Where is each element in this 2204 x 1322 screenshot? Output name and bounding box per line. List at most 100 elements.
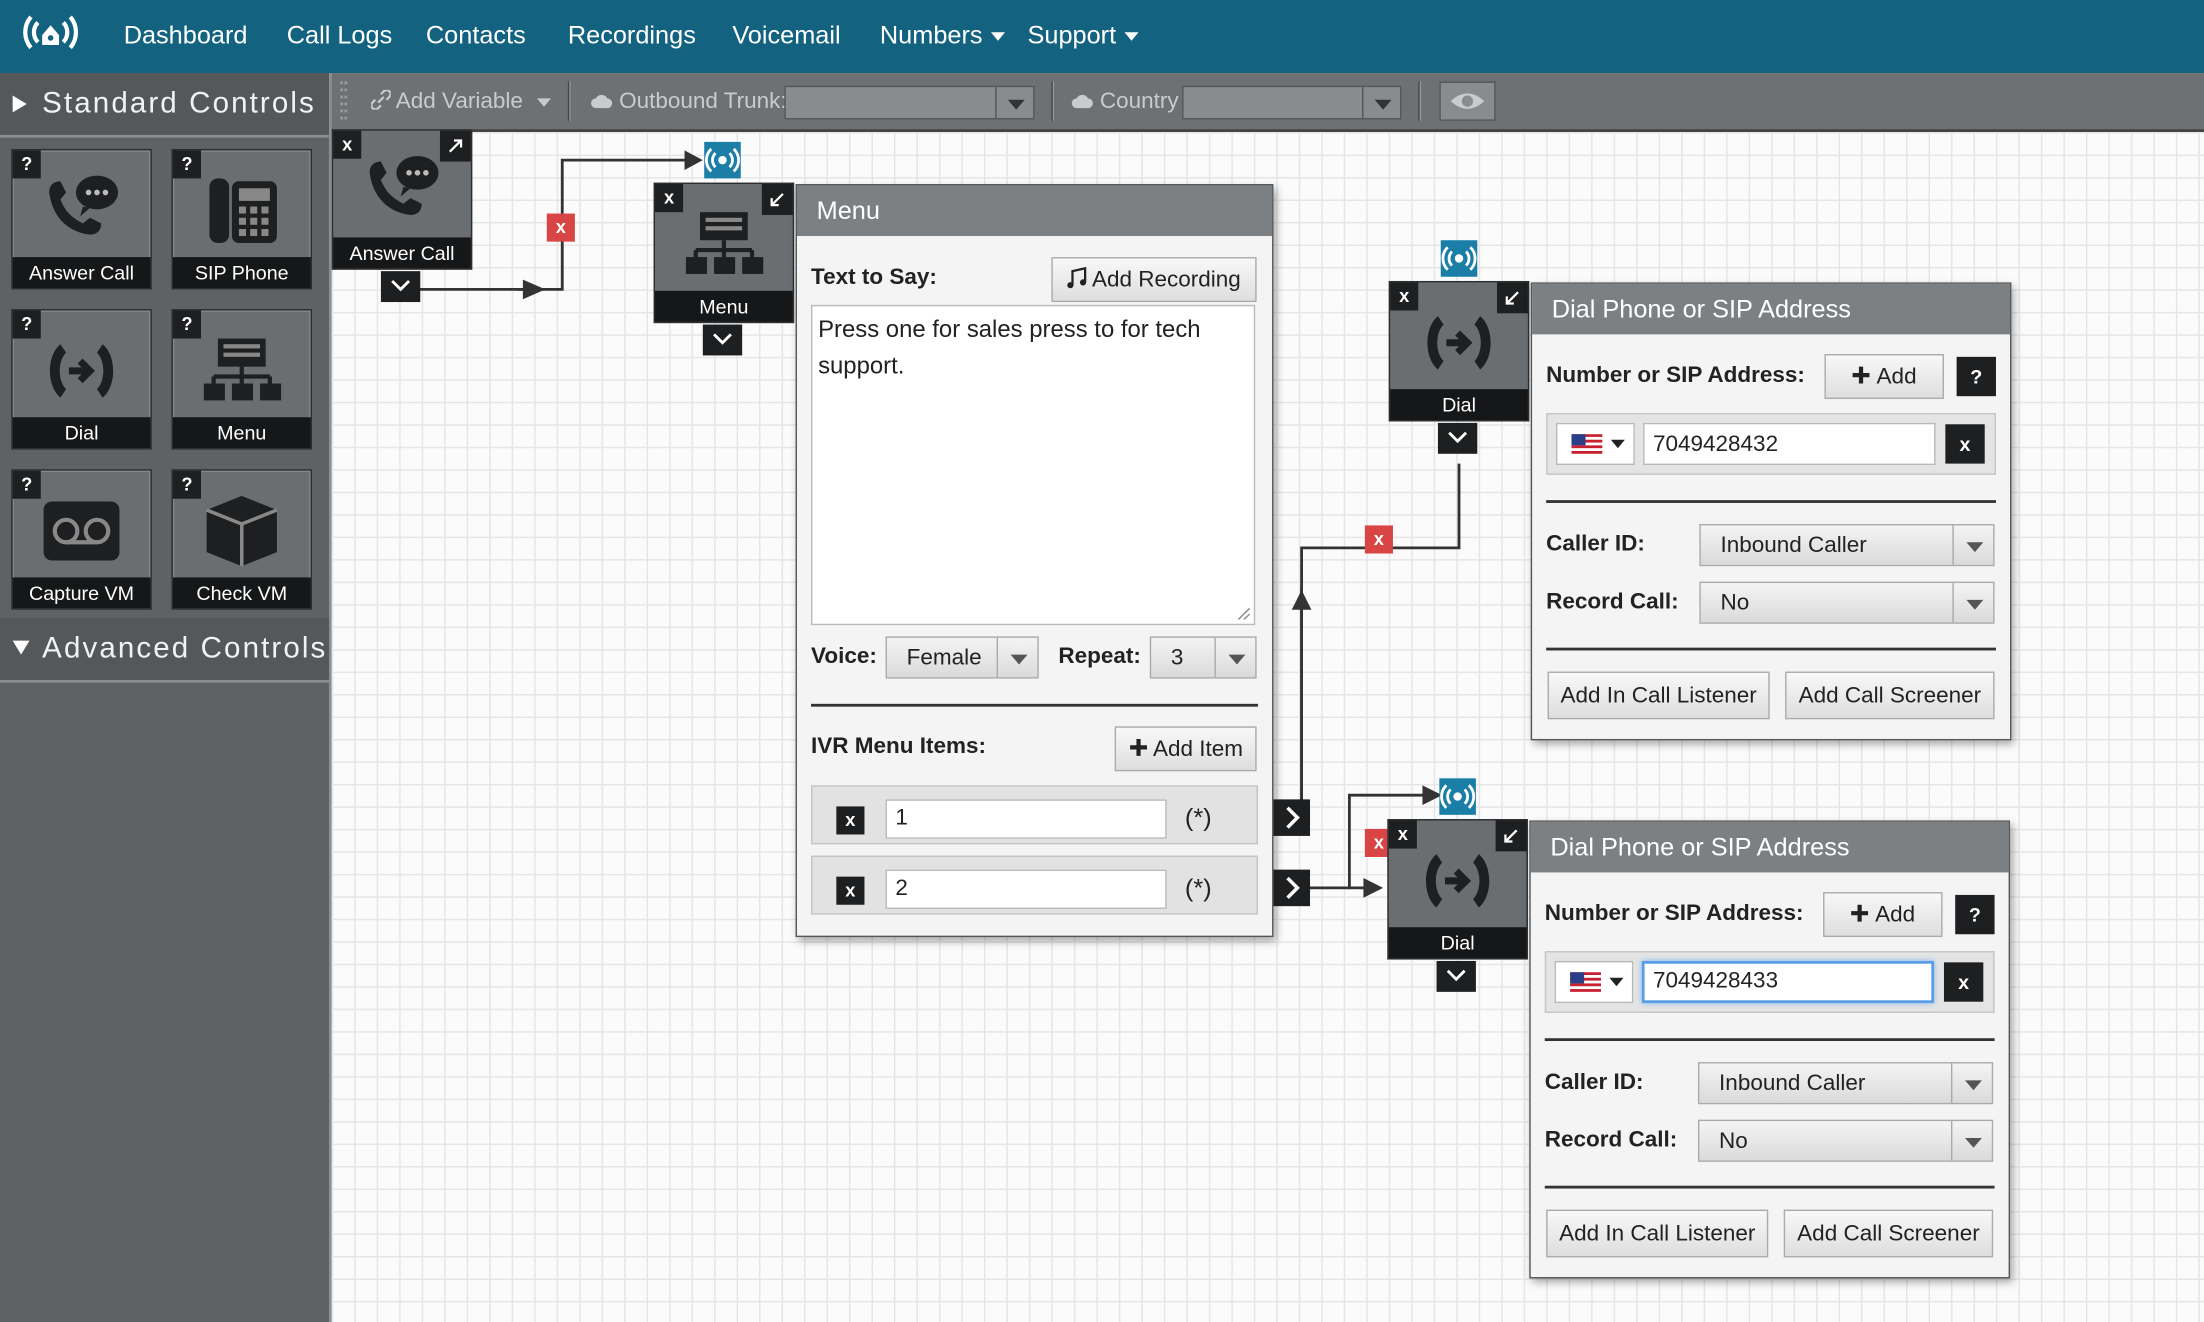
- preview-button[interactable]: [1439, 81, 1496, 121]
- add-item-button[interactable]: Add Item: [1114, 726, 1257, 772]
- us-flag-icon: [1571, 434, 1603, 456]
- remove-node-button[interactable]: x: [1390, 282, 1419, 311]
- nav-numbers-label: Numbers: [879, 21, 983, 50]
- output-port[interactable]: [1436, 960, 1476, 992]
- ivr-digit-input[interactable]: 2: [885, 869, 1167, 909]
- tool-dial[interactable]: ? Dial: [11, 309, 152, 450]
- add-call-screener-button[interactable]: Add Call Screener: [1783, 1209, 1994, 1258]
- menu-panel: Menu Text to Say: Add Recording Press on…: [795, 184, 1274, 938]
- nav-call-logs[interactable]: Call Logs: [286, 21, 393, 50]
- caret-down-icon: [1966, 542, 1984, 553]
- output-port[interactable]: [380, 271, 421, 303]
- nav-recordings[interactable]: Recordings: [567, 21, 696, 50]
- caller-id-label: Caller ID:: [1546, 532, 1645, 557]
- record-call-select[interactable]: No: [1697, 1119, 1994, 1162]
- collapse-button[interactable]: [761, 184, 793, 215]
- output-port[interactable]: [702, 324, 743, 356]
- standard-controls-header[interactable]: Standard Controls: [0, 73, 329, 138]
- phone-number-input[interactable]: 7049428433: [1641, 960, 1935, 1004]
- add-call-screener-button[interactable]: Add Call Screener: [1785, 671, 1995, 720]
- country-code-select[interactable]: [1554, 960, 1634, 1004]
- add-number-button[interactable]: Add: [1824, 354, 1944, 399]
- nav-contacts[interactable]: Contacts: [425, 21, 526, 50]
- country-code-select[interactable]: [1556, 422, 1635, 466]
- node-dial[interactable]: x Dial: [1388, 280, 1530, 454]
- input-port[interactable]: [1439, 778, 1476, 815]
- help-badge[interactable]: ?: [12, 470, 41, 499]
- outbound-trunk-select[interactable]: [784, 85, 1035, 120]
- country-select[interactable]: [1182, 85, 1402, 120]
- input-port[interactable]: [1440, 240, 1478, 277]
- repeat-select[interactable]: 3: [1149, 636, 1257, 679]
- help-badge[interactable]: ?: [12, 310, 41, 339]
- voice-label: Voice:: [811, 644, 877, 669]
- nav-voicemail[interactable]: Voicemail: [732, 21, 841, 50]
- caller-id-value: Inbound Caller: [1720, 533, 1867, 558]
- add-call-listener-button[interactable]: Add In Call Listener: [1547, 671, 1770, 720]
- remove-item-button[interactable]: x: [836, 806, 865, 835]
- menu-tree-icon: [685, 212, 764, 274]
- remove-node-button[interactable]: x: [333, 130, 362, 159]
- nav-numbers-dropdown[interactable]: Numbers: [879, 21, 1006, 51]
- ivr-output-port[interactable]: [1273, 869, 1311, 907]
- remove-connection-button[interactable]: x: [1364, 525, 1393, 554]
- nav-support-dropdown[interactable]: Support: [1028, 21, 1139, 51]
- divider: [1544, 1185, 1995, 1189]
- voice-select[interactable]: Female: [885, 636, 1039, 679]
- remove-number-button[interactable]: x: [1945, 424, 1985, 464]
- caller-id-select[interactable]: Inbound Caller: [1699, 524, 1995, 567]
- text-to-say-textarea[interactable]: Press one for sales press to for tech su…: [811, 304, 1256, 626]
- help-badge[interactable]: ?: [172, 150, 202, 179]
- collapse-button[interactable]: [1495, 820, 1527, 852]
- tool-check-vm[interactable]: ? Check VM: [171, 469, 313, 610]
- panel-title: Menu: [796, 185, 1273, 237]
- tool-capture-vm[interactable]: ? Capture VM: [11, 469, 152, 610]
- node-answer-call[interactable]: x Answer Call: [331, 129, 473, 303]
- resize-grip-icon[interactable]: [1237, 607, 1251, 621]
- divider: [1544, 1038, 1995, 1042]
- tool-menu[interactable]: ? Menu: [171, 309, 313, 450]
- node-dial[interactable]: x Dial: [1387, 819, 1528, 992]
- tool-label: Check VM: [172, 577, 311, 609]
- caller-id-select[interactable]: Inbound Caller: [1697, 1062, 1994, 1105]
- expand-button[interactable]: [439, 130, 471, 162]
- add-recording-button[interactable]: Add Recording: [1051, 257, 1257, 303]
- tool-answer-call[interactable]: ? Answer Call: [11, 148, 152, 290]
- dial-panel: Dial Phone or SIP Address Number or SIP …: [1529, 820, 2011, 1279]
- nav-dashboard[interactable]: Dashboard: [123, 21, 248, 50]
- record-call-select[interactable]: No: [1699, 581, 1995, 624]
- wildcard-toggle[interactable]: (*): [1184, 873, 1212, 902]
- logo-icon[interactable]: [18, 6, 83, 65]
- remove-node-button[interactable]: x: [1388, 820, 1417, 849]
- record-call-label: Record Call:: [1546, 590, 1679, 614]
- remove-connection-button[interactable]: x: [546, 213, 575, 242]
- help-badge[interactable]: ?: [172, 470, 202, 499]
- help-button[interactable]: ?: [1956, 356, 1996, 397]
- add-recording-label: Add Recording: [1091, 268, 1241, 293]
- help-badge[interactable]: ?: [12, 150, 41, 179]
- wildcard-toggle[interactable]: (*): [1184, 803, 1212, 832]
- remove-node-button[interactable]: x: [655, 184, 684, 213]
- add-variable-button[interactable]: Add Variable: [370, 89, 552, 115]
- add-call-listener-button[interactable]: Add In Call Listener: [1546, 1209, 1769, 1258]
- output-port[interactable]: [1437, 422, 1478, 454]
- tool-label: SIP Phone: [172, 257, 311, 289]
- collapse-button[interactable]: [1496, 282, 1528, 314]
- ivr-digit-input[interactable]: 1: [885, 799, 1167, 839]
- node-menu[interactable]: x Menu: [653, 182, 795, 356]
- drag-handle-icon[interactable]: [340, 81, 348, 120]
- ivr-output-port[interactable]: [1273, 799, 1311, 836]
- remove-number-button[interactable]: x: [1943, 962, 1984, 1002]
- help-button[interactable]: ?: [1955, 894, 1995, 935]
- caret-down-icon: [990, 32, 1006, 42]
- remove-item-button[interactable]: x: [836, 876, 865, 905]
- input-port[interactable]: [704, 141, 741, 179]
- help-badge[interactable]: ?: [172, 310, 202, 339]
- tool-sip-phone[interactable]: ? SIP Phone: [171, 148, 313, 290]
- phone-number-input[interactable]: 7049428432: [1643, 422, 1936, 466]
- advanced-controls-header[interactable]: Advanced Controls: [0, 618, 329, 683]
- ivr-item-row: x 2 (*): [811, 855, 1259, 915]
- arrow-head-icon: [1422, 785, 1443, 806]
- caret-down-icon: [1228, 654, 1246, 665]
- add-number-button[interactable]: Add: [1823, 892, 1943, 938]
